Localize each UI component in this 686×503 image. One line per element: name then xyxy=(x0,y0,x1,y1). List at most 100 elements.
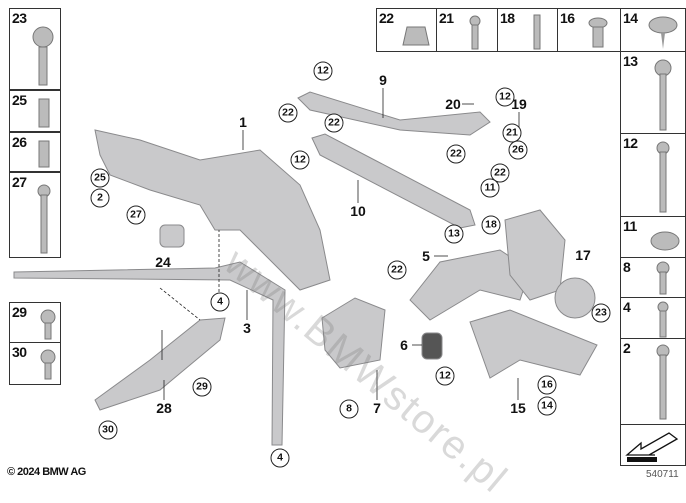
callout-circle-22[interactable]: 22 xyxy=(490,163,510,183)
callout-circle-30[interactable]: 30 xyxy=(98,420,118,440)
part-number: 14 xyxy=(623,10,638,26)
part-box-14[interactable]: 14 xyxy=(620,8,686,52)
bolt-icon xyxy=(37,184,51,254)
bracket-7 xyxy=(321,297,386,369)
part-box-18[interactable]: 18 xyxy=(497,8,558,52)
callout-3[interactable]: 3 xyxy=(243,320,251,336)
part-box-29[interactable]: 29 xyxy=(9,302,61,343)
control-arm-10 xyxy=(311,133,476,229)
part-box-26[interactable]: 26 xyxy=(9,132,61,172)
washer-icon xyxy=(650,231,680,251)
callout-24[interactable]: 24 xyxy=(155,254,171,270)
part-number: 25 xyxy=(12,92,27,108)
parts-illustration xyxy=(13,88,598,446)
part-box-8[interactable]: 8 xyxy=(620,257,686,298)
part-number: 16 xyxy=(560,10,575,26)
callout-10[interactable]: 10 xyxy=(350,203,366,219)
callout-circle-26[interactable]: 26 xyxy=(508,140,528,160)
callout-circle-13[interactable]: 13 xyxy=(444,224,464,244)
part-number: 12 xyxy=(623,135,638,151)
part-number: 29 xyxy=(12,304,27,320)
callout-17[interactable]: 17 xyxy=(575,247,591,263)
callout-circle-4[interactable]: 4 xyxy=(270,448,290,468)
screw-icon xyxy=(533,14,541,50)
part-number: 13 xyxy=(623,53,638,69)
bushing-6 xyxy=(421,332,443,360)
copyright-text: © 2024 BMW AG xyxy=(7,466,86,478)
part-box-2[interactable]: 2 xyxy=(620,338,686,425)
part-box-12[interactable]: 12 xyxy=(620,133,686,217)
callout-circle-22[interactable]: 22 xyxy=(446,144,466,164)
part-box-22[interactable]: 22 xyxy=(376,8,437,52)
part-number: 27 xyxy=(12,174,27,190)
callout-circle-2[interactable]: 2 xyxy=(90,188,110,208)
sleeve-icon xyxy=(38,140,50,168)
callout-15[interactable]: 15 xyxy=(510,400,526,416)
bracket-15 xyxy=(469,309,598,379)
callout-circle-29[interactable]: 29 xyxy=(192,377,212,397)
callout-circle-12[interactable]: 12 xyxy=(495,87,515,107)
callout-circle-12[interactable]: 12 xyxy=(435,366,455,386)
part-number: 21 xyxy=(439,10,454,26)
nut-icon xyxy=(402,26,430,46)
callout-7[interactable]: 7 xyxy=(373,400,381,416)
callout-circle-4[interactable]: 4 xyxy=(210,292,230,312)
part-number: 26 xyxy=(12,134,27,150)
part-box-27[interactable]: 27 xyxy=(9,172,61,258)
part-box-11[interactable]: 11 xyxy=(620,216,686,258)
part-box-21[interactable]: 21 xyxy=(436,8,498,52)
callout-9[interactable]: 9 xyxy=(379,72,387,88)
callout-circle-12[interactable]: 12 xyxy=(313,61,333,81)
part-number: 23 xyxy=(12,10,27,26)
part-box-16[interactable]: 16 xyxy=(557,8,621,52)
part-number: 8 xyxy=(623,259,631,275)
bracket-28 xyxy=(94,317,226,411)
callout-circle-22[interactable]: 22 xyxy=(387,260,407,280)
part-box-30[interactable]: 30 xyxy=(9,342,61,385)
callout-circle-22[interactable]: 22 xyxy=(324,113,344,133)
part-box-4[interactable]: 4 xyxy=(620,297,686,339)
part-number: 4 xyxy=(623,299,631,315)
arrow-down-left-icon xyxy=(625,432,679,462)
part-box-23[interactable]: 23 xyxy=(9,8,61,90)
callout-19[interactable]: 19 xyxy=(511,96,527,112)
callout-circle-23[interactable]: 23 xyxy=(591,303,611,323)
callout-28[interactable]: 28 xyxy=(156,400,172,416)
bushing-24 xyxy=(159,224,185,248)
part-number: 11 xyxy=(623,218,637,234)
part-box-13[interactable]: 13 xyxy=(620,51,686,134)
bolt-icon xyxy=(40,309,56,340)
callout-20[interactable]: 20 xyxy=(445,96,461,112)
bolt-icon xyxy=(654,59,672,131)
part-box-25[interactable]: 25 xyxy=(9,90,61,132)
rear-axle-carrier xyxy=(94,129,331,291)
bolt-icon xyxy=(656,141,670,213)
callout-circle-11[interactable]: 11 xyxy=(480,178,500,198)
callout-circle-14[interactable]: 14 xyxy=(537,396,557,416)
part-number: 2 xyxy=(623,340,631,356)
callout-1[interactable]: 1 xyxy=(239,114,247,130)
callout-circle-16[interactable]: 16 xyxy=(537,375,557,395)
part-number: 18 xyxy=(500,10,515,26)
bolt-icon xyxy=(656,261,670,295)
callout-circle-12[interactable]: 12 xyxy=(290,150,310,170)
sleeve-icon xyxy=(38,98,50,128)
callout-circle-27[interactable]: 27 xyxy=(126,205,146,225)
screw-icon xyxy=(469,15,481,50)
wheel-hub xyxy=(554,277,596,319)
callout-circle-18[interactable]: 18 xyxy=(481,215,501,235)
navigation-arrow-box[interactable] xyxy=(620,424,686,466)
stabilizer-bar xyxy=(13,261,286,446)
leader-lines xyxy=(159,88,520,400)
bolt-icon xyxy=(40,349,56,380)
part-number: 22 xyxy=(379,10,394,26)
bolt-icon xyxy=(32,26,54,86)
callout-5[interactable]: 5 xyxy=(422,248,430,264)
part-number: 30 xyxy=(12,344,27,360)
bolt-icon xyxy=(657,301,669,338)
callout-circle-22[interactable]: 22 xyxy=(278,103,298,123)
callout-6[interactable]: 6 xyxy=(400,337,408,353)
callout-circle-25[interactable]: 25 xyxy=(90,168,110,188)
callout-circle-8[interactable]: 8 xyxy=(339,399,359,419)
diagram-number: 540711 xyxy=(646,469,679,480)
